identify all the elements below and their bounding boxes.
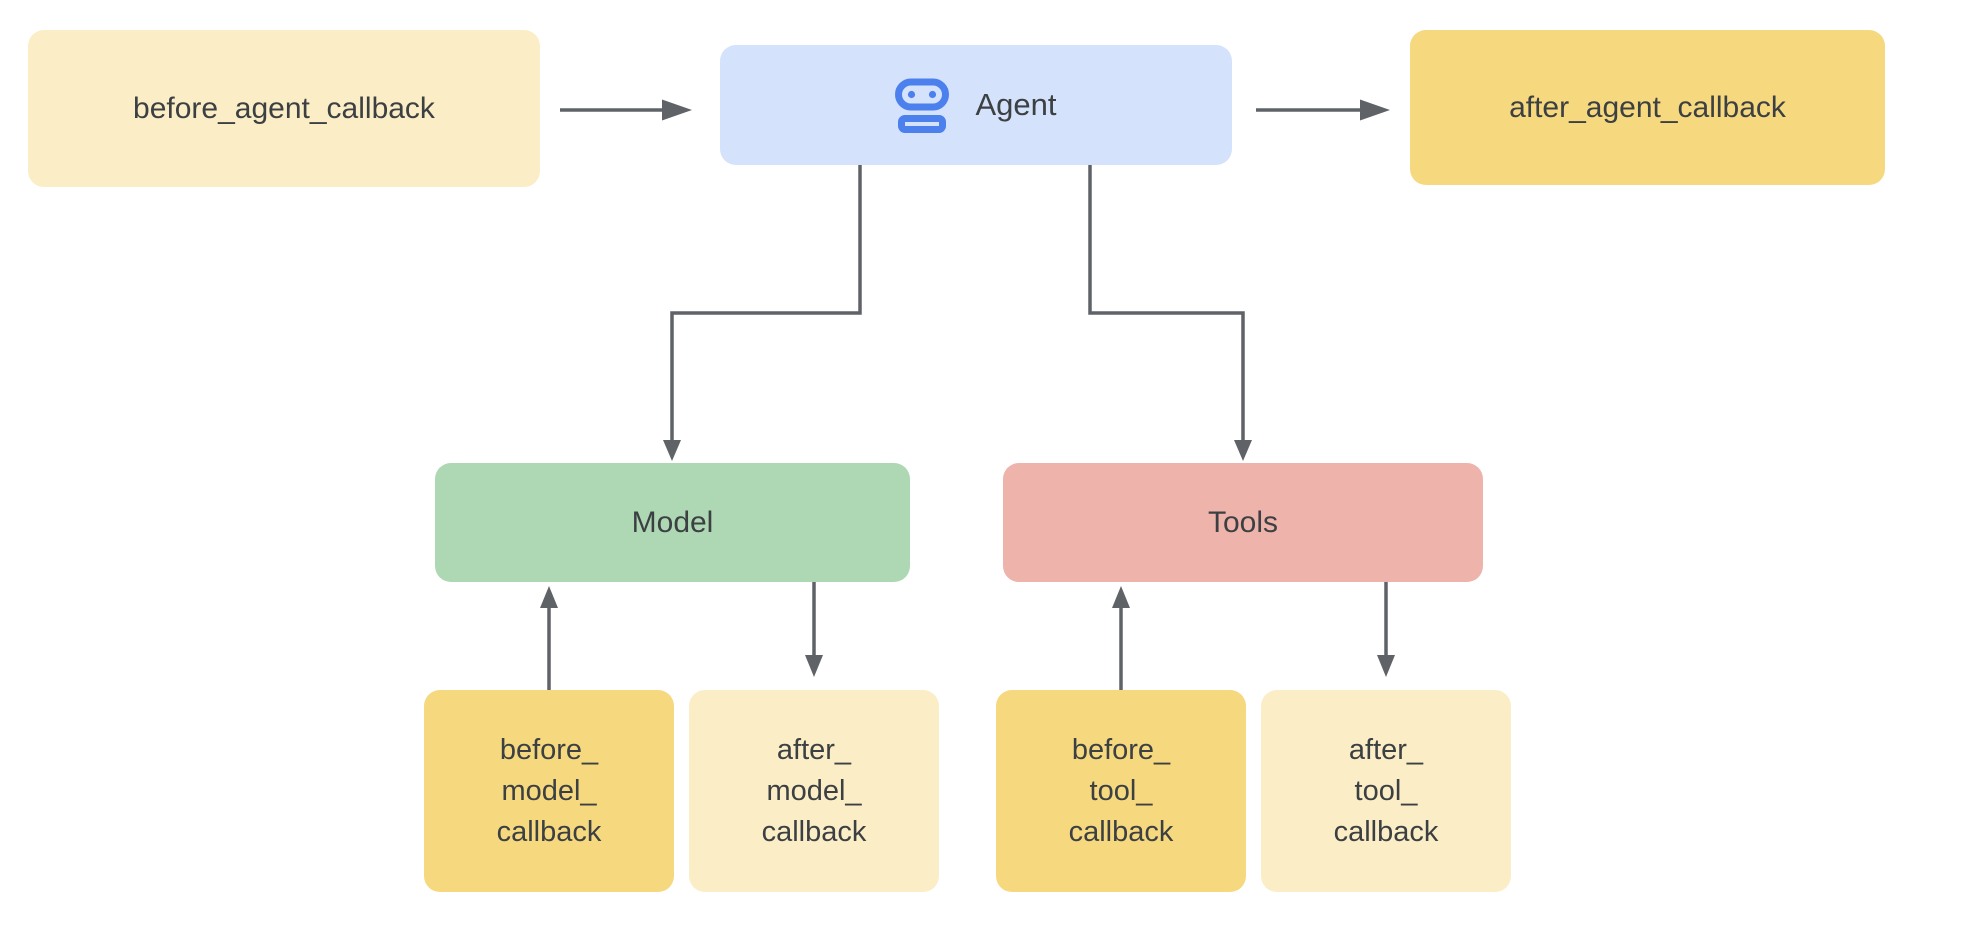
node-label: before_ tool_ callback xyxy=(1068,733,1174,848)
node-label: Agent xyxy=(975,87,1057,122)
node-label: Tools xyxy=(1207,505,1279,539)
arrowhead-right-icon xyxy=(662,99,692,121)
robot-icon xyxy=(895,78,950,133)
node-label: before_agent_callback xyxy=(133,91,435,125)
node-before-model-callback: before_ model_ callback xyxy=(424,690,674,892)
node-label: after_ tool_ callback xyxy=(1333,733,1439,848)
node-label: after_agent_callback xyxy=(1509,90,1786,124)
edge-agent-to-model xyxy=(663,165,862,461)
arrowhead-down-icon xyxy=(663,440,681,461)
arrowhead-up-icon xyxy=(1112,586,1130,608)
arrowhead-down-icon xyxy=(805,655,823,677)
edge-agent-to-tools xyxy=(1088,165,1252,461)
arrowhead-right-icon xyxy=(1360,99,1390,121)
edge-before-model-to-model xyxy=(540,586,558,690)
edge-before-agent-to-agent xyxy=(560,99,692,121)
node-before-agent-callback: before_agent_callback xyxy=(28,30,540,187)
edge-model-to-after-model xyxy=(805,582,823,677)
arrowhead-down-icon xyxy=(1234,440,1252,461)
arrowhead-down-icon xyxy=(1377,655,1395,677)
node-model: Model xyxy=(435,463,910,582)
node-before-tool-callback: before_ tool_ callback xyxy=(996,690,1246,892)
node-after-agent-callback: after_agent_callback xyxy=(1410,30,1885,185)
node-agent: Agent xyxy=(720,45,1232,165)
arrowhead-up-icon xyxy=(540,586,558,608)
node-label: after_ model_ callback xyxy=(761,733,867,848)
node-label: before_ model_ callback xyxy=(496,733,602,848)
node-label: Model xyxy=(631,505,714,539)
edge-before-tool-to-tools xyxy=(1112,586,1130,690)
node-after-tool-callback: after_ tool_ callback xyxy=(1261,690,1511,892)
node-after-model-callback: after_ model_ callback xyxy=(689,690,939,892)
edge-tools-to-after-tool xyxy=(1377,582,1395,677)
node-tools: Tools xyxy=(1003,463,1483,582)
edge-agent-to-after-agent xyxy=(1256,99,1390,121)
